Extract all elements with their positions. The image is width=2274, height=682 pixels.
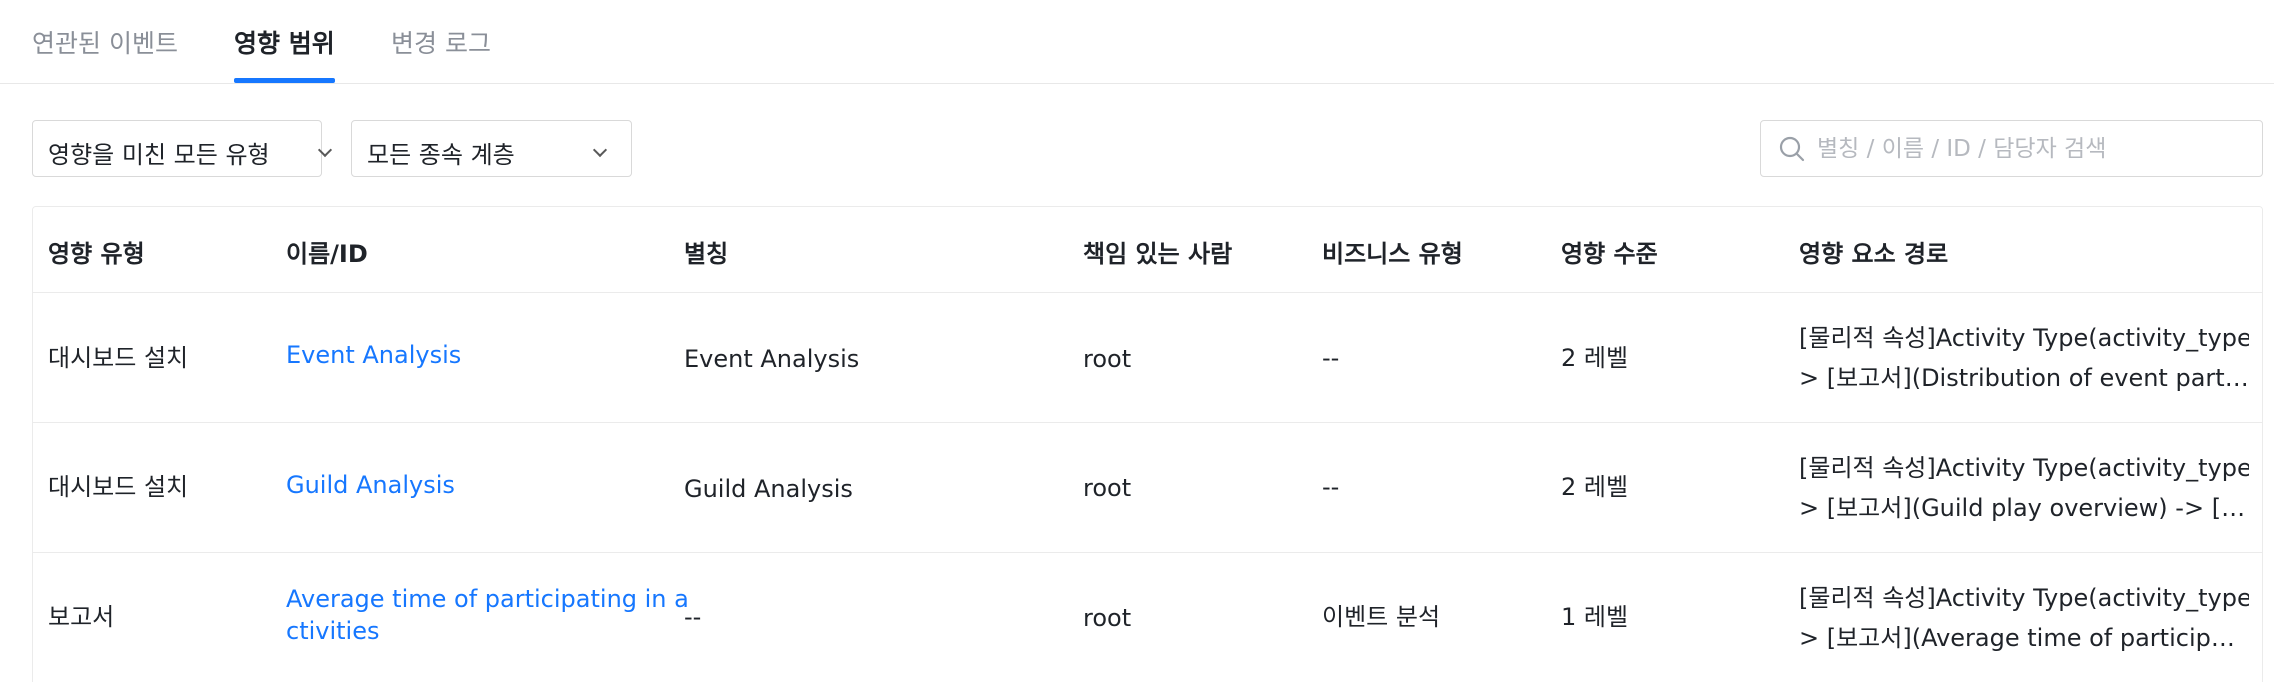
column-header-name-id: 이름/ID bbox=[286, 240, 368, 268]
tab-impact-scope[interactable]: 영향 범위 bbox=[234, 29, 335, 58]
name-id-link[interactable]: Event Analysis bbox=[286, 341, 462, 369]
column-header-alias: 별칭 bbox=[684, 240, 729, 268]
impact-path-cell: [물리적 속성]Activity Type(activity_type) - >… bbox=[1799, 578, 2249, 658]
table-row: 보고서 Average time of participating in a c… bbox=[33, 553, 2262, 682]
impact-table: 영향 유형 이름/ID 별칭 책임 있는 사람 비즈니스 유형 영향 수준 영향… bbox=[32, 206, 2263, 682]
impact-type-cell: 보고서 bbox=[48, 603, 115, 631]
alias-cell: -- bbox=[684, 603, 702, 631]
search-input[interactable] bbox=[1817, 129, 2247, 169]
impact-type-select[interactable]: 영향을 미친 모든 유형 bbox=[32, 120, 333, 177]
chevron-down-icon bbox=[592, 142, 608, 158]
impact-level-cell: 1 레벨 bbox=[1561, 603, 1629, 631]
name-id-link-line: Average time of participating in a bbox=[286, 585, 689, 613]
name-id-link[interactable]: Guild Analysis bbox=[286, 471, 455, 499]
owner-cell: root bbox=[1083, 604, 1132, 632]
impact-level-cell: 2 레벨 bbox=[1561, 344, 1629, 372]
column-header-owner: 책임 있는 사람 bbox=[1083, 240, 1233, 268]
column-header-impact-level: 영향 수준 bbox=[1561, 240, 1658, 268]
active-tab-indicator bbox=[234, 78, 335, 83]
owner-cell: root bbox=[1083, 474, 1132, 502]
column-header-business-type: 비즈니스 유형 bbox=[1322, 240, 1463, 268]
chevron-down-icon bbox=[317, 142, 333, 158]
impact-type-cell: 대시보드 설치 bbox=[48, 344, 189, 372]
alias-cell: Guild Analysis bbox=[684, 475, 853, 503]
business-type-cell: 이벤트 분석 bbox=[1322, 603, 1441, 631]
table-row: 대시보드 설치 Guild Analysis Guild Analysis ro… bbox=[33, 423, 2262, 553]
search-icon bbox=[1779, 136, 1805, 162]
impact-type-select-value: 영향을 미친 모든 유형 bbox=[48, 141, 270, 169]
tab-related-events[interactable]: 연관된 이벤트 bbox=[32, 29, 178, 58]
impact-path-line: [물리적 속성]Activity Type(activity_type) - bbox=[1799, 454, 2249, 482]
owner-cell: root bbox=[1083, 345, 1132, 373]
name-id-link[interactable]: Average time of participating in a ctivi… bbox=[286, 583, 689, 647]
column-header-impact-type: 영향 유형 bbox=[48, 240, 145, 268]
name-id-link-line: ctivities bbox=[286, 617, 380, 645]
business-type-cell: -- bbox=[1322, 473, 1340, 501]
impact-path-line: > [보고서](Distribution of event participat… bbox=[1799, 364, 2249, 392]
search-box bbox=[1760, 120, 2263, 177]
alias-cell: Event Analysis bbox=[684, 345, 860, 373]
table-row: 대시보드 설치 Event Analysis Event Analysis ro… bbox=[33, 293, 2262, 423]
impact-type-cell: 대시보드 설치 bbox=[48, 473, 189, 501]
dependency-level-select-value: 모든 종속 계층 bbox=[367, 141, 515, 169]
impact-path-cell: [물리적 속성]Activity Type(activity_type) - >… bbox=[1799, 448, 2249, 528]
dependency-level-select[interactable]: 모든 종속 계층 bbox=[351, 120, 632, 177]
impact-path-line: [물리적 속성]Activity Type(activity_type) - bbox=[1799, 584, 2249, 612]
tab-change-log[interactable]: 변경 로그 bbox=[391, 29, 491, 58]
impact-level-cell: 2 레벨 bbox=[1561, 473, 1629, 501]
table-header: 영향 유형 이름/ID 별칭 책임 있는 사람 비즈니스 유형 영향 수준 영향… bbox=[33, 207, 2262, 293]
tab-bar: 연관된 이벤트 영향 범위 변경 로그 bbox=[0, 0, 2274, 84]
impact-path-line: [물리적 속성]Activity Type(activity_type) - bbox=[1799, 324, 2249, 352]
column-header-impact-path: 영향 요소 경로 bbox=[1799, 240, 1949, 268]
impact-path-line: > [보고서](Guild play overview) -> [대시보드] bbox=[1799, 494, 2249, 522]
impact-path-line: > [보고서](Average time of participating in… bbox=[1799, 624, 2249, 652]
impact-path-cell: [물리적 속성]Activity Type(activity_type) - >… bbox=[1799, 318, 2249, 398]
business-type-cell: -- bbox=[1322, 344, 1340, 372]
